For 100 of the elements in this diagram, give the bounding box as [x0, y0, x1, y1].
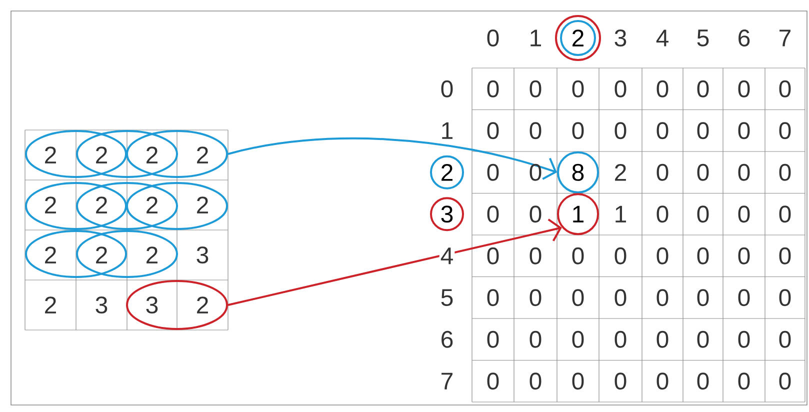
cell-value: 0: [779, 164, 791, 181]
column-index: 4: [656, 30, 668, 46]
row-index: 4: [439, 246, 455, 266]
cell-value: 0: [487, 122, 499, 140]
cell-value: 2: [96, 196, 107, 214]
ellipse-mark: [25, 130, 127, 178]
cell-value: 0: [487, 330, 499, 348]
cell-value: 0: [530, 330, 542, 348]
cell-value: 0: [530, 164, 542, 181]
cell-value: 0: [614, 80, 626, 98]
cell-value: 0: [656, 80, 668, 98]
row-index: 1: [439, 121, 455, 140]
row-index: 5: [439, 288, 455, 307]
ellipse-mark: [126, 280, 228, 330]
cell-value: 0: [738, 330, 750, 348]
cell-value: 0: [738, 289, 750, 306]
cell-value: 0: [614, 372, 626, 390]
cell-value: 1: [616, 206, 626, 222]
cell-value: 2: [96, 246, 107, 264]
cell-value: 0: [738, 247, 750, 264]
ellipse-mark: [76, 182, 178, 230]
cell-value: 0: [530, 247, 542, 264]
cell-value: 0: [697, 247, 709, 264]
cell-value: 0: [779, 372, 791, 390]
cell-value: 0: [572, 372, 584, 390]
arrow: [228, 137, 557, 180]
cell-value: 0: [697, 164, 709, 181]
cell-value: 0: [697, 206, 709, 223]
cell-value: 0: [697, 122, 709, 140]
cell-value: 0: [656, 164, 668, 181]
cell-value: 0: [530, 206, 542, 223]
cell-value: 0: [614, 247, 626, 264]
cell-value: 3: [96, 296, 108, 314]
cell-value: 0: [656, 206, 668, 223]
cell-value: 0: [697, 289, 709, 306]
cell-value: 0: [487, 247, 499, 264]
ellipse-mark: [25, 230, 127, 278]
ellipse-mark: [76, 230, 178, 278]
cell-value: 3: [196, 246, 208, 264]
cell-value: 0: [656, 330, 668, 348]
column-index: 6: [738, 30, 750, 46]
cell-value: 0: [738, 206, 750, 223]
cell-value: 0: [572, 289, 584, 306]
cell-value: 0: [697, 372, 709, 390]
cell-value: 0: [697, 330, 709, 348]
column-index: 7: [780, 30, 790, 46]
cell-value: 0: [487, 80, 499, 98]
cell-value: 2: [146, 196, 158, 214]
cell-value: 0: [779, 247, 791, 264]
cell-value: 2: [45, 246, 56, 264]
row-index: 7: [439, 372, 455, 390]
cell-value: 0: [487, 206, 499, 223]
cell-value: 0: [572, 122, 584, 140]
cell-value: 2: [197, 196, 208, 214]
cell-value: 0: [656, 122, 668, 140]
cell-value: 0: [656, 289, 668, 306]
cell-value: 0: [614, 122, 626, 140]
cell-value: 0: [779, 289, 791, 306]
cell-value: 0: [779, 80, 791, 98]
cell-value: 2: [146, 246, 158, 264]
cell-value: 2: [45, 196, 56, 214]
ellipse-mark: [76, 130, 178, 178]
cell-value: 3: [146, 296, 158, 314]
cell-value: 2: [615, 164, 626, 181]
cell-value: 0: [614, 289, 626, 306]
cell-value: 0: [572, 247, 584, 264]
cell-value: 2: [96, 146, 107, 164]
cell-value: 0: [656, 372, 668, 390]
cell-value: 0: [530, 122, 542, 140]
cell-value: 0: [656, 247, 668, 264]
cell-value: 0: [697, 80, 709, 98]
cell-value: 0: [487, 372, 499, 390]
cell-value: 0: [614, 330, 626, 348]
row-index: 6: [439, 330, 455, 349]
cell-value: 2: [45, 146, 56, 164]
cell-value: 2: [45, 296, 56, 314]
cell-value: 0: [487, 164, 499, 181]
ellipse-mark: [25, 182, 127, 230]
column-index: 0: [487, 30, 499, 46]
cell-value: 0: [738, 372, 750, 390]
cell-value: 0: [738, 80, 750, 98]
cell-value: 0: [530, 372, 542, 390]
ellipse-mark: [126, 182, 228, 230]
cell-value: 0: [487, 289, 499, 306]
cell-value: 0: [530, 80, 542, 98]
cell-value: 0: [738, 164, 750, 181]
cell-value: 0: [738, 122, 750, 140]
cell-value: 0: [779, 122, 791, 140]
cell-value: 0: [779, 206, 791, 223]
cell-value: 2: [146, 146, 158, 164]
row-index: 0: [439, 79, 455, 98]
cell-value: 0: [572, 80, 584, 98]
cell-value: 2: [197, 146, 208, 164]
ellipse-mark: [126, 130, 228, 178]
column-index: 5: [697, 30, 709, 46]
cell-value: 0: [530, 289, 542, 306]
cell-value: 0: [572, 330, 584, 348]
arrow: [228, 218, 562, 306]
cell-value: 0: [779, 330, 791, 348]
cell-value: 2: [197, 296, 208, 314]
